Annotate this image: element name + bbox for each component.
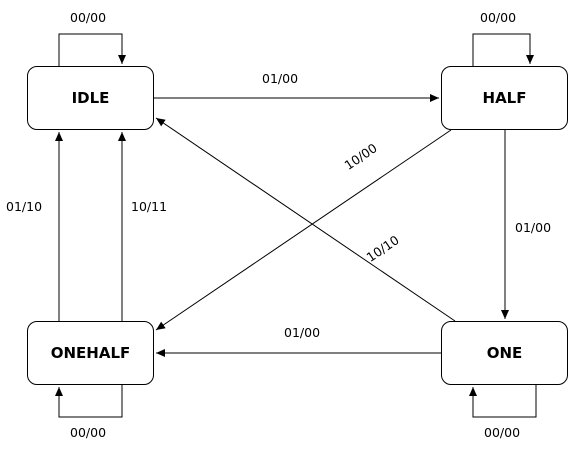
state-idle[interactable]: IDLE	[27, 66, 154, 130]
edge-onehalf-self	[55, 385, 123, 418]
edge-half-onehalf	[155, 129, 452, 331]
state-half[interactable]: HALF	[441, 66, 568, 130]
state-onehalf[interactable]: ONEHALF	[27, 321, 154, 385]
edge-half-self	[472, 33, 534, 66]
edge-idle-self	[58, 33, 126, 66]
state-one[interactable]: ONE	[441, 321, 568, 385]
label-onehalf-self: 00/00	[70, 425, 107, 440]
label-idle-half: 01/00	[262, 71, 299, 86]
label-half-one: 01/00	[515, 220, 552, 235]
label-onehalf-idle-left: 01/10	[6, 199, 43, 214]
label-onehalf-idle-right: 10/11	[131, 199, 168, 214]
label-half-self: 00/00	[480, 10, 517, 25]
edge-one-idle	[155, 117, 456, 322]
edge-one-self	[469, 385, 537, 418]
label-idle-self: 00/00	[70, 10, 107, 25]
label-one-onehalf: 01/00	[284, 325, 321, 340]
label-one-self: 00/00	[484, 425, 521, 440]
